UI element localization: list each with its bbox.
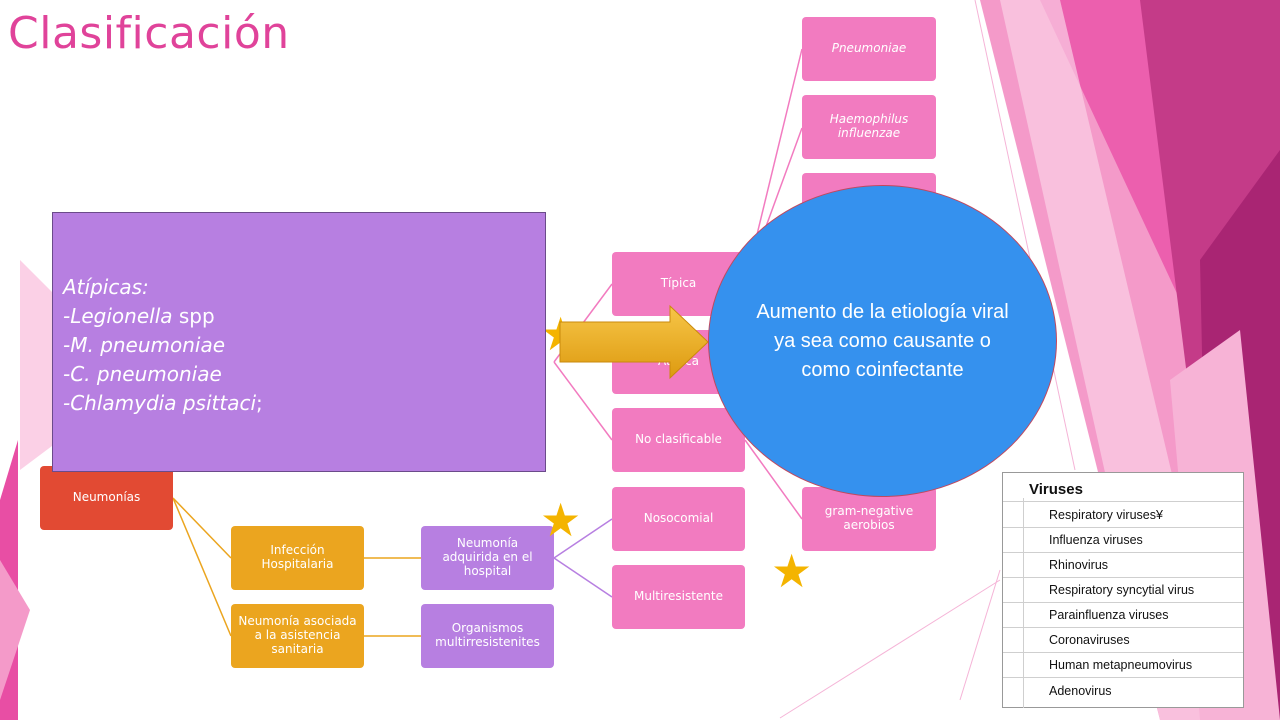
node-multiresistente-label: Multiresistente (633, 589, 723, 604)
node-multiresistente: Multiresistente (612, 565, 745, 629)
node-haemophilus: Haemophilus influenzae (802, 95, 936, 159)
node-organismos-label: Organismos multirresistenites (435, 621, 540, 649)
atypical-item: -M. pneumoniae (63, 331, 535, 360)
node-tipica-label: Típica (660, 276, 697, 291)
table-row: Adenovirus (1003, 678, 1243, 703)
table-row-label: Human metapneumovirus (1049, 658, 1193, 672)
node-nosocomial: Nosocomial (612, 487, 745, 551)
right-arrow-icon (559, 304, 709, 380)
atypical-item: -Chlamydia psittaci; (63, 389, 535, 418)
star-icon: ★ (771, 544, 813, 598)
table-row-label: Influenza viruses (1049, 533, 1143, 547)
viruses-table: Viruses Respiratory viruses¥ Influenza v… (1002, 472, 1244, 708)
atypical-item: -Legionella spp (63, 302, 535, 331)
star-icon: ★ (540, 493, 582, 547)
node-neumonias-label: Neumonías (72, 490, 141, 505)
node-gram-negative-label: gram-negative aerobios (824, 504, 914, 532)
slide-title: Clasificación (8, 8, 290, 59)
viral-etiology-callout: Aumento de la etiología viral ya sea com… (708, 185, 1057, 497)
node-neumonias: Neumonías (40, 466, 173, 530)
node-asistencia-sanitaria-label: Neumonía asociada a la asistencia sanita… (238, 614, 357, 656)
node-adquirida-hospital-label: Neumonía adquirida en el hospital (442, 536, 533, 578)
table-row: Respiratory viruses¥ (1003, 503, 1243, 528)
node-infeccion-hospitalaria-label: Infección Hospitalaria (261, 543, 334, 571)
table-row: Influenza viruses (1003, 528, 1243, 553)
callout-text: Aumento de la etiología viral ya sea com… (756, 300, 1009, 381)
node-adquirida-hospital: Neumonía adquirida en el hospital (421, 526, 554, 590)
node-gram-negative: gram-negative aerobios (802, 487, 936, 551)
node-asistencia-sanitaria: Neumonía asociada a la asistencia sanita… (231, 604, 364, 668)
table-row: Respiratory syncytial virus (1003, 578, 1243, 603)
atypical-item-prefix: - (63, 333, 71, 357)
atypical-heading: Atípicas: (63, 275, 149, 299)
table-row-label: Rhinovirus (1049, 558, 1109, 572)
table-row-label: Respiratory syncytial virus (1049, 583, 1195, 597)
atypical-item-italic: Legionella (70, 304, 173, 328)
atypical-item-suffix: spp (172, 304, 215, 328)
table-row: Human metapneumovirus (1003, 653, 1243, 678)
node-nosocomial-label: Nosocomial (643, 511, 714, 526)
atypical-item-italic: C. pneumoniae (70, 362, 222, 386)
atypical-item: -C. pneumoniae (63, 360, 535, 389)
node-infeccion-hospitalaria: Infección Hospitalaria (231, 526, 364, 590)
atypical-item-italic: Chlamydia psittaci (70, 391, 257, 415)
node-pneumoniae-label: Pneumoniae (831, 41, 907, 56)
table-divider (1023, 498, 1024, 708)
table-row-label: Adenovirus (1049, 683, 1112, 698)
atypical-item-prefix: - (63, 391, 71, 415)
node-no-clasificable: No clasificable (612, 408, 745, 472)
atypical-item-suffix: ; (256, 391, 263, 415)
atypical-panel: Atípicas: -Legionella spp -M. pneumoniae… (52, 212, 546, 472)
table-row-label: Coronaviruses (1049, 633, 1130, 647)
table-row-label: Respiratory viruses¥ (1049, 508, 1163, 522)
table-row-label: Parainfluenza viruses (1049, 608, 1169, 622)
node-haemophilus-label: Haemophilus influenzae (829, 112, 909, 140)
atypical-item-prefix: - (63, 362, 71, 386)
table-row: Coronaviruses (1003, 628, 1243, 653)
node-pneumoniae: Pneumoniae (802, 17, 936, 81)
atypical-item-prefix: - (63, 304, 71, 328)
table-row: Rhinovirus (1003, 553, 1243, 578)
table-row: Parainfluenza viruses (1003, 603, 1243, 628)
node-organismos: Organismos multirresistenites (421, 604, 554, 668)
node-no-clasificable-label: No clasificable (635, 432, 722, 447)
table-header: Viruses (1003, 478, 1243, 502)
atypical-item-italic: M. pneumoniae (70, 333, 226, 357)
table-header-label: Viruses (1029, 481, 1083, 498)
